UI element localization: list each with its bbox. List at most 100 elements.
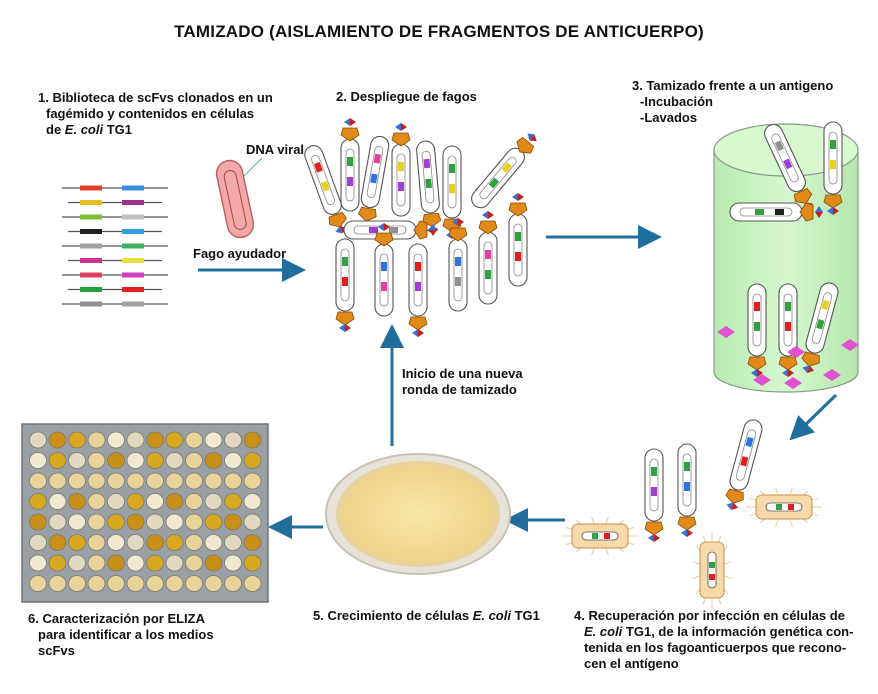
elisa-well <box>224 452 242 469</box>
elisa-well <box>126 452 145 469</box>
dna-viral-label: DNA viral <box>246 142 305 157</box>
phage <box>823 121 843 215</box>
step3-line3: -Lavados <box>640 110 698 125</box>
elisa-well <box>48 554 67 572</box>
library-plasmid <box>62 243 168 249</box>
elisa-well <box>224 513 242 531</box>
elisa-well <box>243 513 262 531</box>
elisa-well <box>29 493 47 510</box>
phage <box>340 118 360 212</box>
elisa-well <box>204 472 223 490</box>
elisa-well <box>165 452 184 469</box>
phage <box>677 443 697 537</box>
step5-italic: E. coli <box>472 608 511 623</box>
elisa-well <box>68 554 86 572</box>
elisa-well <box>107 431 125 449</box>
library-plasmid <box>68 258 162 263</box>
elisa-well <box>87 534 106 551</box>
step4-line2-italic: E. coli <box>584 624 623 639</box>
antigen <box>787 346 805 358</box>
step3-label: 3. Tamizado frente a un antigeno -Incuba… <box>632 78 833 126</box>
step2-label: 2. Despliegue de fagos <box>336 89 477 104</box>
new-round-line1: Inicio de una nueva <box>402 366 523 381</box>
elisa-well <box>204 493 223 510</box>
elisa-well <box>29 431 47 449</box>
elisa-well <box>146 452 164 469</box>
elisa-well <box>68 575 86 592</box>
elisa-well <box>243 452 262 469</box>
library-plasmid <box>62 301 168 307</box>
step6-line1: 6. Caracterización por ELIZA <box>28 611 205 626</box>
elisa-well <box>204 575 223 592</box>
step5-post: TG1 <box>510 608 540 623</box>
step5-pre: 5. Crecimiento de células <box>313 608 473 623</box>
ecoli-cells <box>562 487 822 608</box>
elisa-well <box>185 493 203 510</box>
phage <box>335 238 355 332</box>
library-plasmid <box>62 272 168 278</box>
phage <box>304 145 348 234</box>
elisa-well <box>48 431 67 449</box>
elisa-well <box>224 493 242 510</box>
elisa-well <box>204 431 223 449</box>
elisa-well <box>87 472 106 490</box>
elisa-well <box>68 513 86 531</box>
elisa-well <box>204 513 223 531</box>
elisa-well <box>185 554 203 572</box>
step6-label: 6. Caracterización por ELIZA para identi… <box>28 611 214 659</box>
elisa-well <box>185 513 203 531</box>
elisa-well <box>243 493 262 510</box>
elisa-well <box>185 431 203 449</box>
phage-particles <box>304 118 843 542</box>
elisa-well <box>87 575 106 592</box>
library-plasmid <box>68 287 162 292</box>
step1-line1: 1. Biblioteca de scFvs clonados en un <box>38 90 273 105</box>
elisa-well <box>185 575 203 592</box>
elisa-well <box>185 534 203 551</box>
phage <box>508 193 528 287</box>
elisa-plate <box>21 423 269 603</box>
elisa-well <box>87 493 106 510</box>
step6-line2: para identificar a los medios <box>38 627 214 642</box>
elisa-well <box>146 493 164 510</box>
elisa-well <box>185 452 203 469</box>
helper-phage-label: Fago ayudador <box>193 246 287 261</box>
elisa-well <box>29 534 47 551</box>
elisa-well <box>204 534 223 551</box>
elisa-well <box>146 513 164 531</box>
elisa-well <box>48 452 67 469</box>
elisa-well <box>224 534 242 551</box>
phage <box>729 202 823 222</box>
petri-dish <box>325 453 511 575</box>
antigen <box>753 374 771 386</box>
phage <box>442 145 462 239</box>
helper-phage <box>215 157 263 239</box>
antigen <box>823 369 841 381</box>
elisa-well <box>68 493 86 510</box>
step4-label: 4. Recuperación por infección en células… <box>574 608 853 672</box>
step4-line2: E. coli TG1, de la información genética … <box>574 624 853 640</box>
elisa-wells <box>29 431 262 592</box>
new-round-label: Inicio de una nueva ronda de tamizado <box>402 366 523 398</box>
elisa-well <box>243 575 262 592</box>
step4-line4: cen el antígeno <box>584 656 679 671</box>
phage <box>778 283 798 377</box>
step1-line3: de E. coli TG1 <box>38 122 273 138</box>
elisa-well <box>48 575 67 592</box>
library-plasmid <box>68 200 162 205</box>
step5-label: 5. Crecimiento de células E. coli TG1 <box>313 608 540 624</box>
elisa-well <box>107 452 125 469</box>
phage <box>391 123 411 217</box>
step1-label: 1. Biblioteca de scFvs clonados en un fa… <box>38 90 273 138</box>
elisa-well <box>146 472 164 490</box>
elisa-well <box>146 554 164 572</box>
step3-line1: 3. Tamizado frente a un antigeno <box>632 78 834 93</box>
library-plasmid <box>62 185 168 191</box>
library-plasmid <box>68 229 162 234</box>
arrow-to-recovery <box>789 393 838 441</box>
elisa-well <box>165 493 184 510</box>
phage <box>358 135 390 229</box>
elisa-well <box>224 575 242 592</box>
elisa-well <box>87 554 106 572</box>
